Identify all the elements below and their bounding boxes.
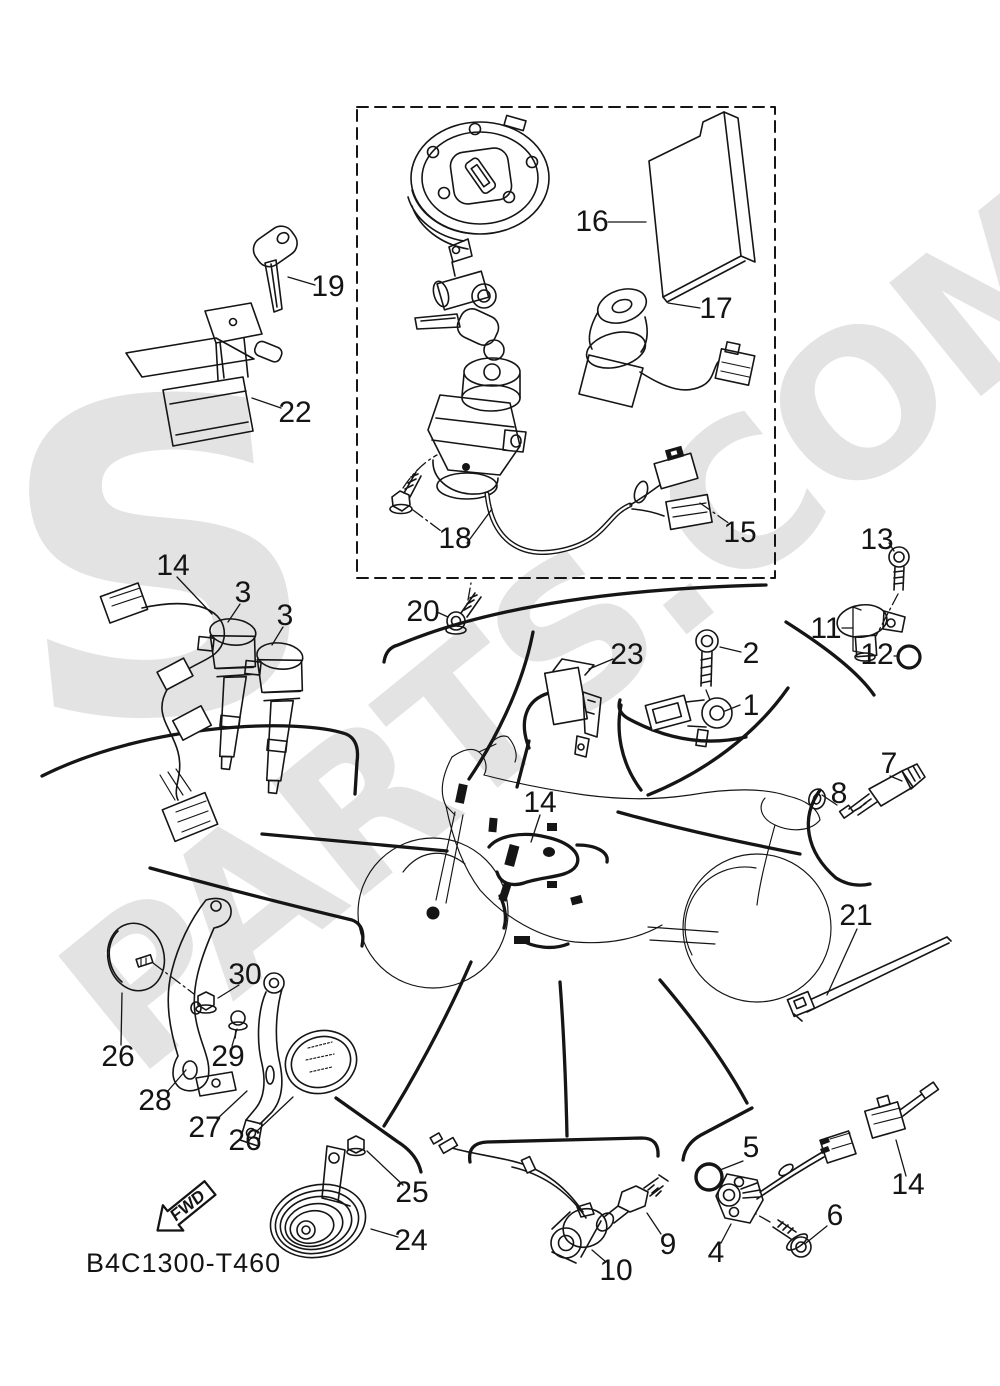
- callout-4: 4: [707, 1236, 725, 1269]
- part-23-relay: [543, 658, 602, 758]
- callout-20: 20: [406, 595, 440, 628]
- part-24-horn: [269, 1145, 367, 1259]
- part-22-lock-bracket: [125, 302, 283, 447]
- callout-leader-lines: [120, 221, 907, 1263]
- callout-6: 6: [826, 1199, 844, 1232]
- part-3-ignition-coil-b: [244, 642, 304, 795]
- callout-17: 17: [699, 292, 733, 325]
- part-28-bracket: [167, 897, 237, 1097]
- callout-26-right: 26: [228, 1124, 262, 1157]
- callout-15: 15: [723, 516, 757, 549]
- part-30-nut: [195, 991, 217, 1014]
- diagram-code: B4C1300-T460: [86, 1248, 282, 1278]
- part-14-connector-right: [863, 1081, 940, 1139]
- part-20-screw: [445, 582, 482, 635]
- part-25-nut: [346, 1135, 366, 1157]
- part-4-sensor: [715, 1130, 857, 1224]
- part-19-key-blank: [252, 225, 298, 313]
- callout-3-coil-b: 3: [276, 599, 294, 632]
- callout-24: 24: [394, 1224, 428, 1257]
- part-14-wire-harness: [99, 582, 225, 843]
- callout-14-center: 14: [523, 786, 557, 819]
- callout-16: 16: [575, 205, 609, 238]
- part-17-immobilizer-unit: [578, 288, 756, 408]
- callout-28: 28: [138, 1084, 172, 1117]
- callout-7: 7: [880, 747, 898, 780]
- callout-14-right: 14: [891, 1168, 925, 1201]
- part-fuel-tank-cap: [407, 114, 550, 250]
- callout-2: 2: [742, 637, 760, 670]
- callout-25: 25: [395, 1176, 429, 1209]
- callout-14-harness: 14: [156, 549, 190, 582]
- callout-27: 27: [188, 1111, 222, 1144]
- part-21-cable-tie: [786, 936, 952, 1022]
- callout-3-coil-a: 3: [234, 576, 252, 609]
- part-12-o-ring: [896, 644, 922, 670]
- lock-set-group-box: [356, 106, 776, 579]
- callout-21: 21: [839, 899, 873, 932]
- callout-30: 30: [228, 958, 262, 991]
- part-15-wire-lead: [484, 445, 713, 555]
- callout-19: 19: [311, 270, 345, 303]
- part-13-bolt: [875, 546, 910, 637]
- part-11-sensor: [836, 603, 906, 662]
- callout-22: 22: [278, 396, 312, 429]
- callout-13: 13: [860, 523, 894, 556]
- callout-8: 8: [830, 777, 848, 810]
- fwd-arrow: [156, 1180, 217, 1232]
- callout-29: 29: [211, 1040, 245, 1073]
- callout-10: 10: [599, 1254, 633, 1287]
- part-5-o-ring: [694, 1162, 724, 1192]
- part-10-sidestand-switch: [429, 1132, 608, 1264]
- callout-5: 5: [742, 1131, 760, 1164]
- leader-lines: [40, 583, 876, 1174]
- callout-12: 12: [860, 638, 894, 671]
- part-main-switch-assembly: [414, 308, 527, 500]
- part-7-thermo-sensor: [838, 763, 926, 819]
- part-26-reflector-left: [106, 922, 195, 995]
- callout-11: 11: [810, 612, 842, 645]
- part-1-sensor: [644, 694, 733, 748]
- part-27-bracket: [239, 972, 285, 1147]
- part-seat-lock-cylinder: [432, 238, 497, 311]
- part-26-reflector-right: [284, 1029, 358, 1095]
- callout-23: 23: [610, 638, 644, 671]
- part-2-bolt: [695, 629, 719, 701]
- part-29-bolt: [228, 1010, 248, 1039]
- callout-1: 1: [742, 689, 760, 722]
- part-3-ignition-coil-a: [197, 618, 257, 771]
- motorcycle-outline: [357, 735, 832, 1003]
- callout-9: 9: [659, 1228, 677, 1261]
- part-8-washer: [808, 788, 826, 810]
- harness-location-blobs: [455, 783, 609, 950]
- callout-18: 18: [438, 522, 472, 555]
- part-6-bolt: [755, 1213, 812, 1258]
- part-18-screw: [389, 454, 438, 515]
- callout-26-left: 26: [101, 1040, 135, 1073]
- part-16-ecu-unit: [648, 111, 756, 303]
- part-9-oil-pressure-switch: [595, 1174, 669, 1232]
